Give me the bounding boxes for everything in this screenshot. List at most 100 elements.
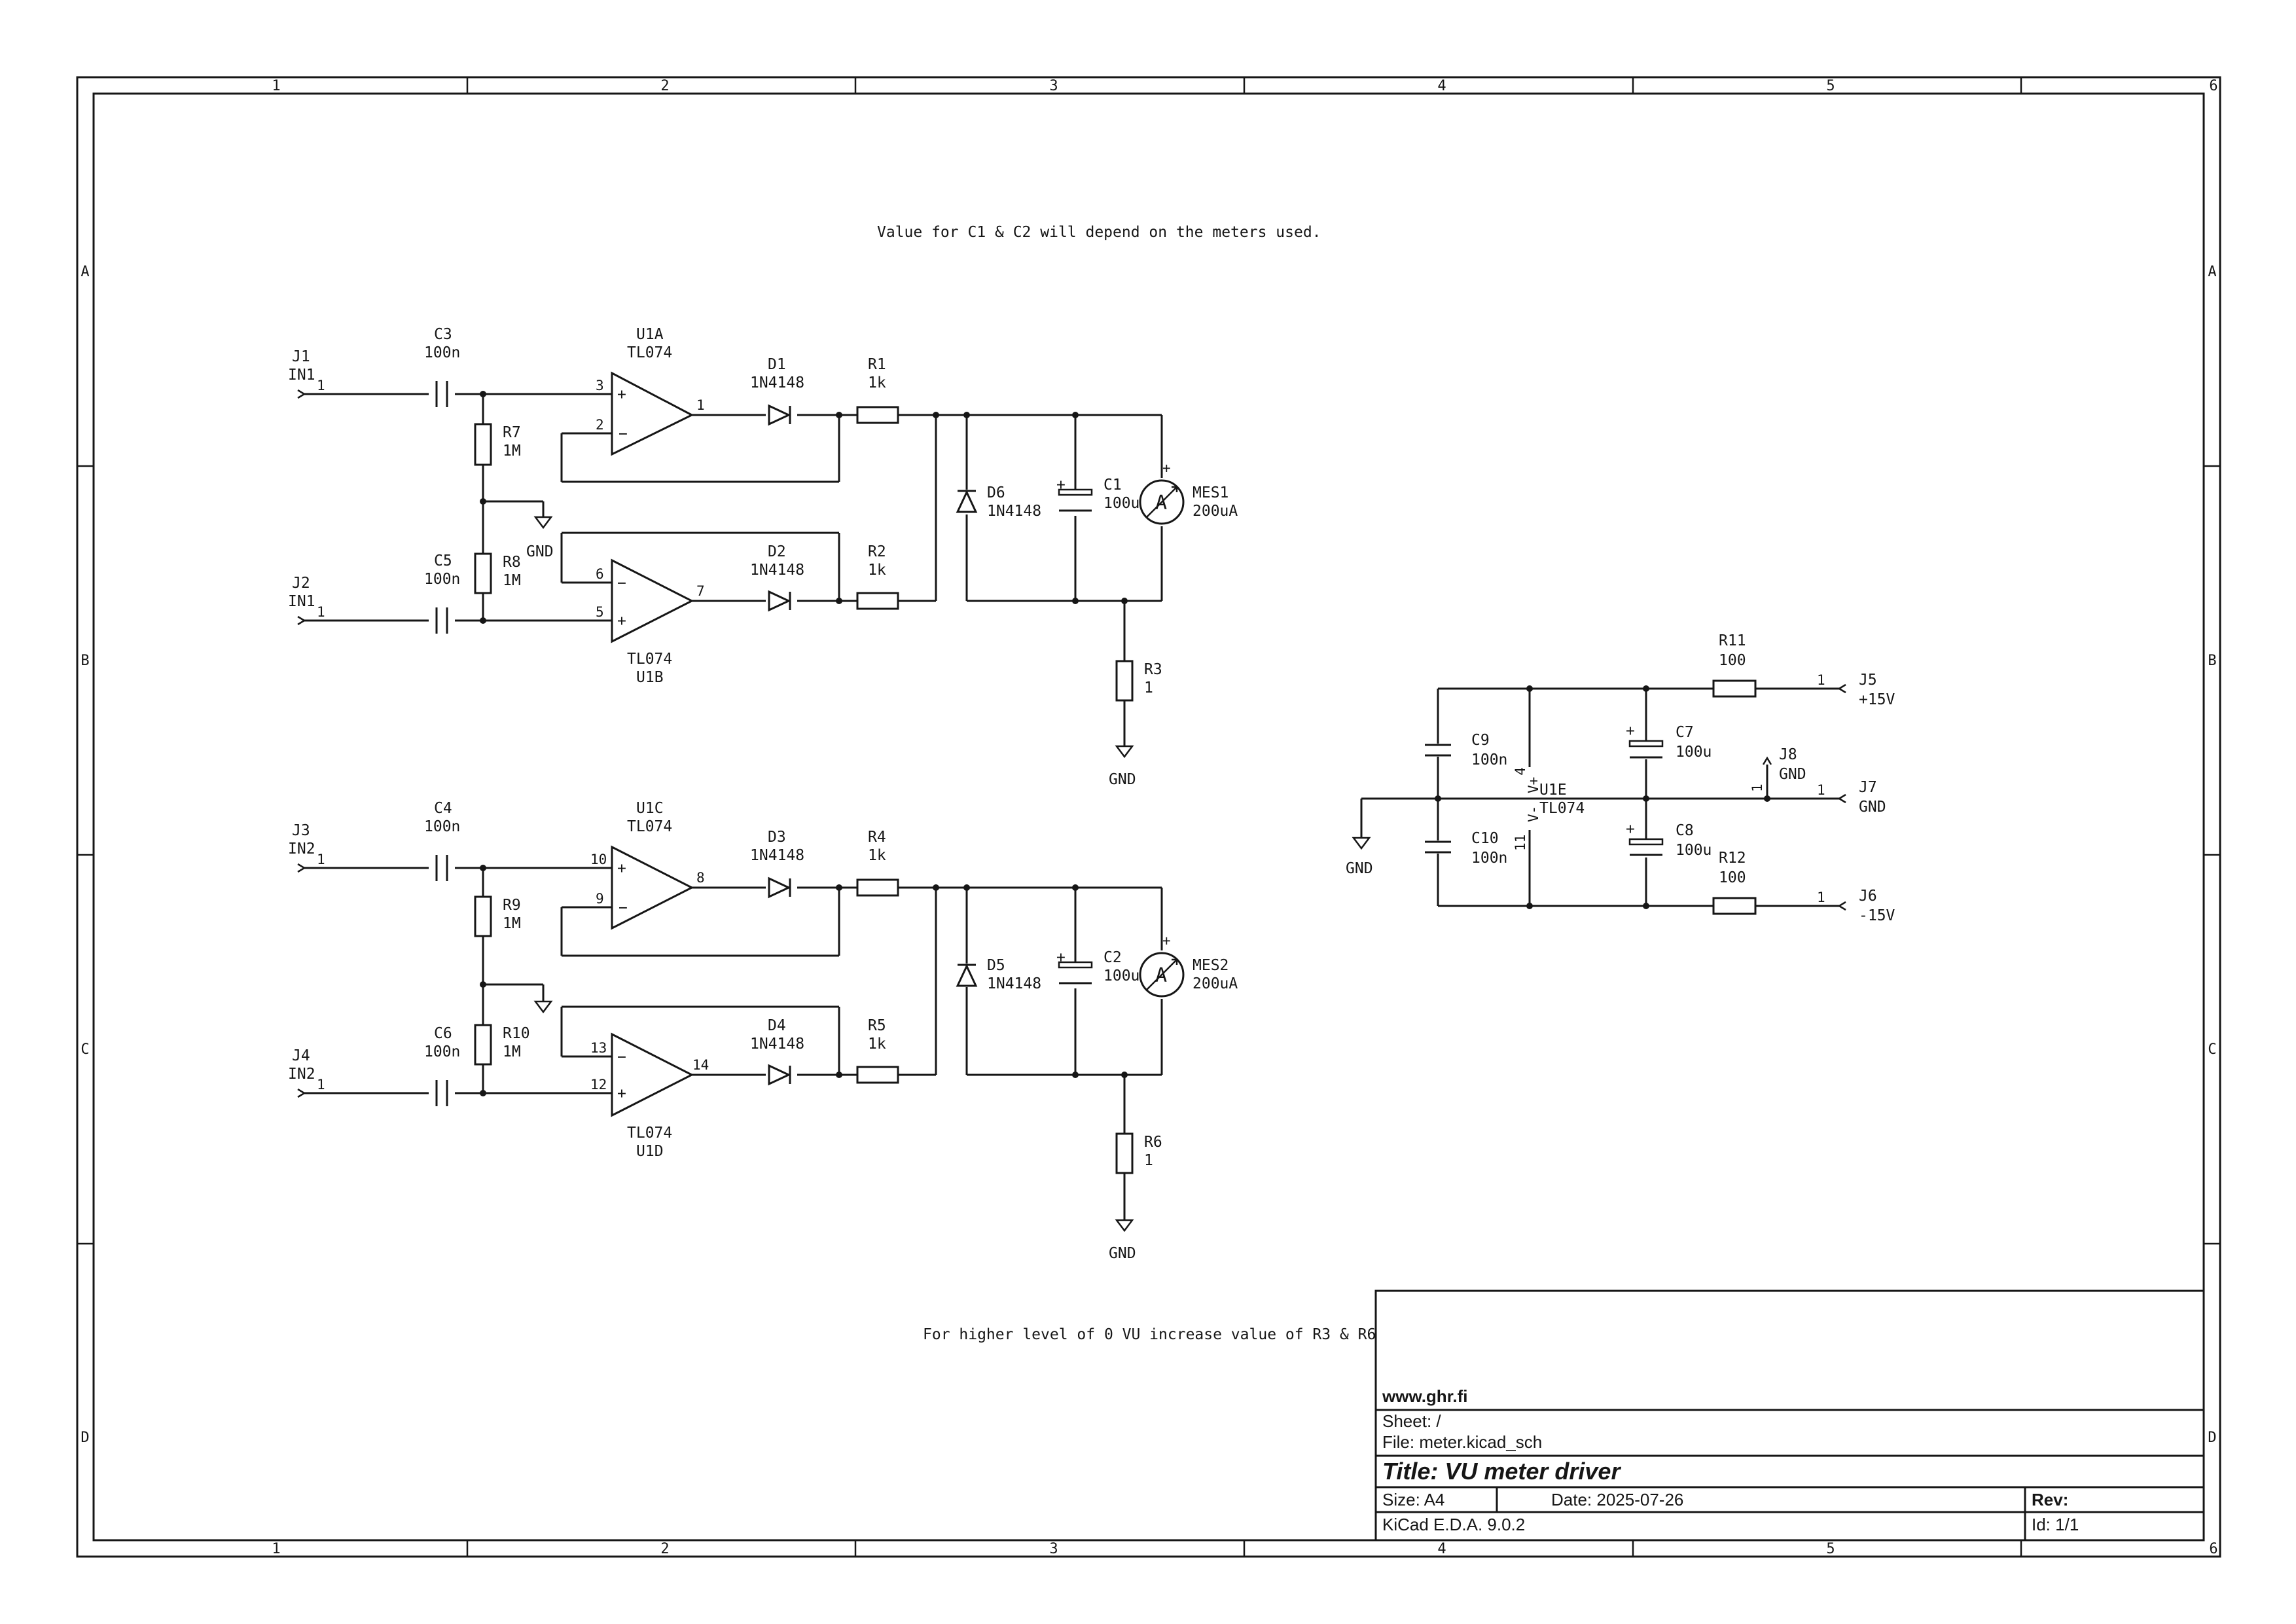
resistor-r3: R3 1 [1115,660,1162,702]
note-top: Value for C1 & C2 will depend on the met… [877,224,1321,241]
capacitor-c3: C3 100n [424,326,460,407]
connector-j2: J2 IN1 1 [288,575,325,626]
svg-text:1N4148: 1N4148 [987,975,1041,992]
capacitor-c1: + C1 100u [1056,477,1139,512]
gnd-symbol-1: GND [526,516,554,560]
resistor-r4: R4 1k [856,829,899,897]
capacitor-c4: C4 100n [424,800,460,881]
svg-text:5: 5 [596,604,604,620]
svg-text:J1: J1 [292,348,310,365]
svg-text:C1: C1 [1103,477,1122,494]
svg-text:J5: J5 [1859,672,1877,689]
svg-text:GND: GND [1109,771,1136,788]
svg-text:8: 8 [696,870,705,886]
svg-text:100n: 100n [1471,751,1507,768]
svg-text:GND: GND [526,543,554,560]
svg-text:U1A: U1A [636,326,664,343]
svg-text:J8: J8 [1779,746,1797,763]
svg-text:12: 12 [590,1077,607,1092]
opamp-u1b: − + 6 5 7 TL074 U1B [596,558,705,686]
svg-text:1M: 1M [503,572,521,589]
col-1-bottom: 1 [272,1541,280,1557]
svg-text:100u: 100u [1103,495,1139,512]
diode-d5: D5 1N4148 [956,957,1041,992]
svg-text:MES1: MES1 [1193,484,1229,501]
svg-text:C8: C8 [1676,822,1694,839]
svg-text:100n: 100n [424,818,460,835]
connector-j7: 1 J7 GND [1817,779,1886,816]
col-3-bottom: 3 [1049,1541,1058,1557]
svg-text:J2: J2 [292,575,310,592]
svg-text:1: 1 [1817,782,1825,798]
svg-text:100n: 100n [424,1043,460,1060]
row-A-left: A [81,264,89,280]
svg-text:1k: 1k [868,374,886,391]
svg-text:+: + [617,613,626,630]
title-company: www.ghr.fi [1382,1386,1467,1406]
svg-text:1: 1 [1144,679,1153,696]
svg-text:100: 100 [1719,869,1746,886]
svg-text:100u: 100u [1103,967,1139,984]
svg-text:100: 100 [1719,652,1746,669]
svg-text:9: 9 [596,891,604,907]
capacitor-c2: + C2 100u [1056,949,1139,984]
svg-text:+: + [1056,477,1066,494]
svg-text:+: + [617,1085,626,1102]
svg-text:TL074: TL074 [627,651,672,668]
svg-text:10: 10 [590,852,607,867]
row-C-right: C [2208,1041,2216,1058]
row-D-right: D [2208,1430,2216,1446]
svg-text:−: − [617,1049,626,1066]
svg-text:V+: V+ [1526,777,1541,793]
row-A-right: A [2208,264,2216,280]
svg-text:J4: J4 [292,1047,310,1064]
capacitor-c7: + C7 100u [1626,723,1712,761]
svg-text:TL074: TL074 [627,818,672,835]
svg-text:MES2: MES2 [1193,957,1229,974]
svg-text:1N4148: 1N4148 [750,1036,804,1053]
capacitor-c5: C5 100n [424,552,460,634]
capacitor-c6: C6 100n [424,1025,460,1106]
svg-text:C4: C4 [434,800,452,817]
capacitor-c8: + C8 100u [1626,821,1712,859]
svg-text:1: 1 [1817,672,1825,688]
svg-text:1: 1 [1817,890,1825,905]
svg-text:+: + [1626,821,1635,838]
svg-text:IN1: IN1 [288,367,315,384]
svg-text:D5: D5 [987,957,1005,974]
gnd-symbol-r6: GND [1109,1219,1136,1262]
svg-text:+: + [1056,949,1066,966]
opamp-u1a: + − 3 2 1 U1A TL074 [596,326,705,456]
svg-text:+: + [1626,723,1635,740]
col-5-top: 5 [1826,78,1835,94]
col-2-bottom: 2 [660,1541,669,1557]
title-rev: Rev: [2032,1490,2068,1509]
svg-text:J6: J6 [1859,888,1877,905]
svg-text:1k: 1k [868,1036,886,1053]
col-3-top: 3 [1049,78,1058,94]
svg-text:R2: R2 [868,543,886,560]
svg-text:13: 13 [590,1040,607,1056]
svg-text:C6: C6 [434,1025,452,1042]
svg-text:IN2: IN2 [288,1066,315,1083]
svg-text:1N4148: 1N4148 [750,374,804,391]
svg-text:2: 2 [596,417,604,433]
connector-j1: J1 IN1 1 [288,348,325,399]
svg-text:R6: R6 [1144,1134,1162,1151]
capacitor-c10: C10 100n [1425,830,1507,867]
opamp-u1d: − + 13 12 14 TL074 U1D [590,1032,709,1160]
svg-text:14: 14 [692,1057,709,1073]
row-D-left: D [81,1430,89,1446]
row-C-left: C [81,1041,89,1058]
svg-text:R7: R7 [503,424,521,441]
svg-text:R1: R1 [868,356,886,373]
connector-j4: J4 IN2 1 [288,1047,325,1098]
svg-text:TL074: TL074 [1539,800,1585,817]
svg-text:U1B: U1B [636,669,664,686]
svg-text:6: 6 [596,566,604,582]
svg-text:U1C: U1C [636,800,664,817]
svg-text:200uA: 200uA [1193,975,1238,992]
svg-text:200uA: 200uA [1193,503,1238,520]
svg-text:+: + [1162,460,1171,476]
svg-text:1N4148: 1N4148 [750,562,804,579]
